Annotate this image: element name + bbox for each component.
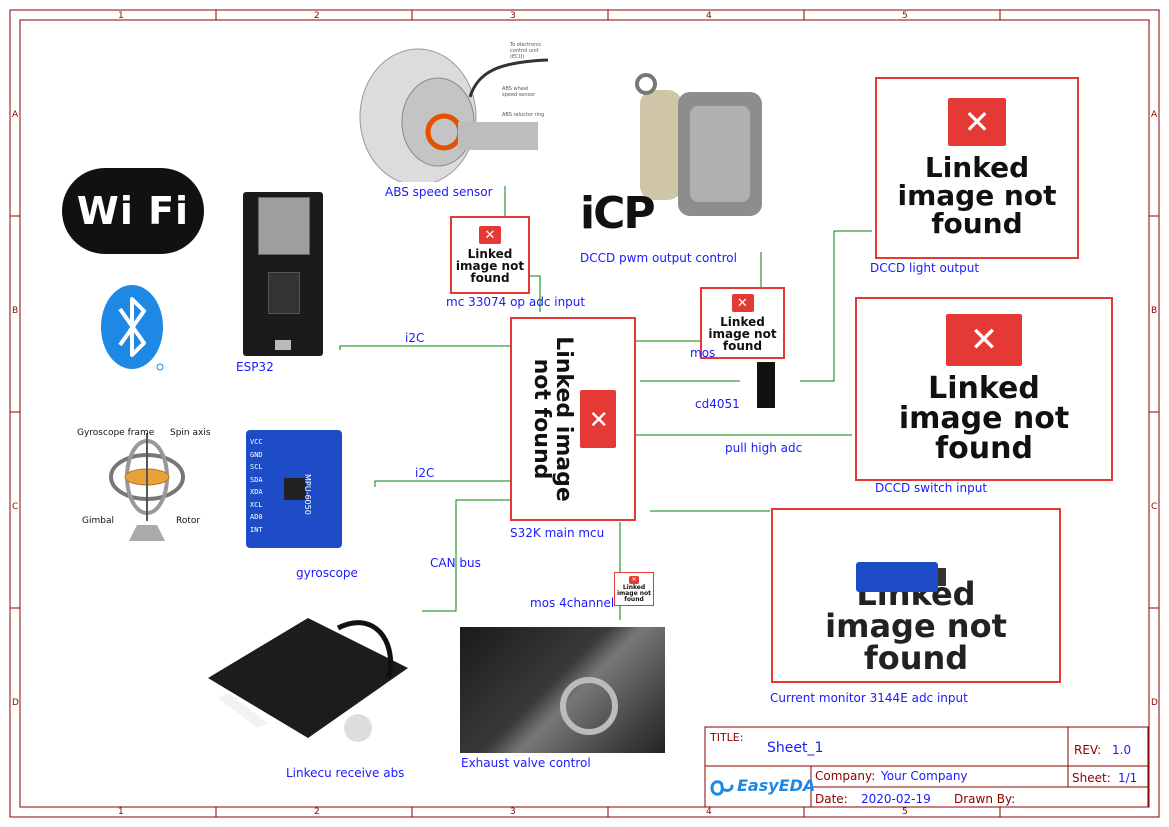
ruler-col-5-top: 5 — [902, 11, 908, 21]
label-mos4: mos 4channel — [530, 596, 615, 610]
label-dccd-pwm: DCCD pwm output control — [580, 251, 737, 265]
ruler-row-b-right: B — [1151, 306, 1158, 316]
ruler-row-d-right: D — [1151, 698, 1158, 708]
ruler-row-a-left: A — [12, 110, 19, 120]
drawn-by-label: Drawn By: — [954, 792, 1016, 806]
ruler-row-b-left: B — [12, 306, 19, 316]
dccd-switch-placeholder-text: Linked image not found — [898, 371, 1070, 466]
date-value: 2020-02-19 — [861, 792, 931, 806]
esp32-board — [243, 192, 323, 356]
mpu6050-board: VCC GND SCL SDA XDA XCL AD0 INT MPU-6050 — [246, 430, 342, 548]
current-monitor-placeholder-text: Linked image not found — [825, 574, 1007, 677]
wifi-logo: Wi Fi — [62, 168, 204, 254]
ruler-col-2-top: 2 — [314, 11, 320, 21]
mc33074-placeholder-text: Linked image not found — [455, 247, 525, 285]
icp-logo: iCP — [580, 188, 656, 239]
abs-callout-ring: ABS reluctor ring — [502, 112, 545, 118]
label-can-bus: CAN bus — [430, 556, 481, 570]
rev-label: REV: — [1074, 743, 1102, 757]
ruler-col-3-top: 3 — [510, 11, 516, 21]
abs-callout-sensor: ABS wheel speed sensor — [502, 86, 536, 98]
easyeda-brand: EasyEDA — [737, 776, 816, 795]
mpu-pin-scl: SCL — [250, 463, 263, 471]
cd4051-chip — [757, 362, 775, 408]
mos4-image-placeholder: ✕ Linked image not found — [614, 572, 654, 606]
mcu-placeholder-text: Linked image not found — [529, 336, 576, 502]
mpu-pin-ad0: AD0 — [250, 513, 263, 521]
dccd-actuator-illustration — [635, 73, 762, 216]
ruler-row-d-left: D — [12, 698, 19, 708]
company-value: Your Company — [881, 769, 968, 783]
title-value: Sheet_1 — [767, 740, 824, 756]
linkecu-illustration — [208, 618, 408, 742]
label-cd4051: cd4051 — [695, 397, 740, 411]
sheet-label: Sheet: — [1072, 771, 1111, 785]
gyro-callout-spin-axis: Spin axis — [170, 428, 211, 438]
ruler-col-1-top: 1 — [118, 11, 124, 21]
company-label: Company: — [815, 769, 876, 783]
mpu-pin-xda: XDA — [250, 488, 263, 496]
label-linkecu: Linkecu receive abs — [286, 766, 405, 780]
bluetooth-icon — [101, 285, 164, 371]
label-i2c-esp32: i2C — [405, 331, 425, 345]
title-block-frame — [704, 726, 1149, 808]
title-label: TITLE: — [710, 731, 744, 744]
mpu-pin-vcc: VCC — [250, 438, 263, 446]
mpu-pin-int: INT — [250, 525, 263, 534]
label-pull-high: pull high adc — [725, 441, 803, 455]
label-exhaust: Exhaust valve control — [461, 756, 591, 770]
date-label: Date: — [815, 792, 848, 806]
dccd-switch-image-placeholder: ✕ Linked image not found — [855, 297, 1113, 481]
ruler-col-4-top: 4 — [706, 11, 712, 21]
label-dccd-switch: DCCD switch input — [875, 481, 988, 495]
wifi-logo-text: Wi Fi — [76, 189, 190, 233]
mcu-image-placeholder: ✕ Linked image not found — [510, 317, 636, 521]
abs-callout-ecu: To electronic control unit (ECU) — [510, 42, 542, 60]
gyro-callout-frame: Gyroscope frame — [77, 428, 155, 438]
label-mc33074: mc 33074 op adc input — [446, 295, 586, 309]
label-mcu: S32K main mcu — [510, 526, 605, 540]
mpu-pin-gnd: GND — [250, 450, 263, 459]
label-abs: ABS speed sensor — [385, 185, 493, 199]
gyro-callout-gimbal: Gimbal — [82, 516, 114, 526]
exhaust-valve-photo — [460, 627, 665, 753]
abs-sensor-illustration — [359, 48, 549, 182]
mos-image-placeholder: ✕ Linked image not found — [700, 287, 785, 359]
ruler-row-a-right: A — [1151, 110, 1158, 120]
ruler-col-5-bottom: 5 — [902, 807, 908, 817]
ruler-row-c-left: C — [12, 502, 19, 512]
mos-placeholder-text: Linked image not found — [708, 315, 777, 353]
current-monitor-image-placeholder: Linked image not found — [771, 508, 1061, 683]
sheet-value: 1/1 — [1118, 771, 1138, 785]
ruler-col-2-bottom: 2 — [314, 807, 320, 817]
hall-sensor-board — [856, 562, 946, 592]
ruler-col-1-bottom: 1 — [118, 807, 124, 817]
mpu-pin-xcl: XCL — [250, 500, 263, 509]
mc33074-image-placeholder: ✕ Linked image not found — [450, 216, 530, 294]
gyroscope-illustration — [109, 433, 185, 541]
dccd-light-placeholder-text: Linked image not found — [897, 151, 1057, 240]
mpu-pin-sda: SDA — [250, 475, 263, 484]
ruler-row-c-right: C — [1151, 502, 1158, 512]
label-i2c-gyro: i2C — [415, 466, 435, 480]
dccd-light-image-placeholder: ✕ Linked image not found — [875, 77, 1079, 259]
mpu-chip-label: MPU-6050 — [303, 474, 312, 515]
label-current-monitor: Current monitor 3144E adc input — [770, 691, 968, 705]
wires — [339, 186, 872, 620]
label-dccd-light: DCCD light output — [870, 261, 980, 275]
gyro-callout-rotor: Rotor — [176, 516, 201, 526]
label-mos: mos — [690, 346, 716, 360]
rev-value: 1.0 — [1112, 743, 1132, 757]
label-esp32: ESP32 — [236, 360, 274, 374]
mos4-placeholder-text: Linked image not found — [616, 583, 652, 603]
ruler-col-4-bottom: 4 — [706, 807, 712, 817]
easyeda-logo-icon — [710, 780, 734, 796]
label-gyroscope: gyroscope — [296, 566, 358, 580]
ruler-col-3-bottom: 3 — [510, 807, 516, 817]
